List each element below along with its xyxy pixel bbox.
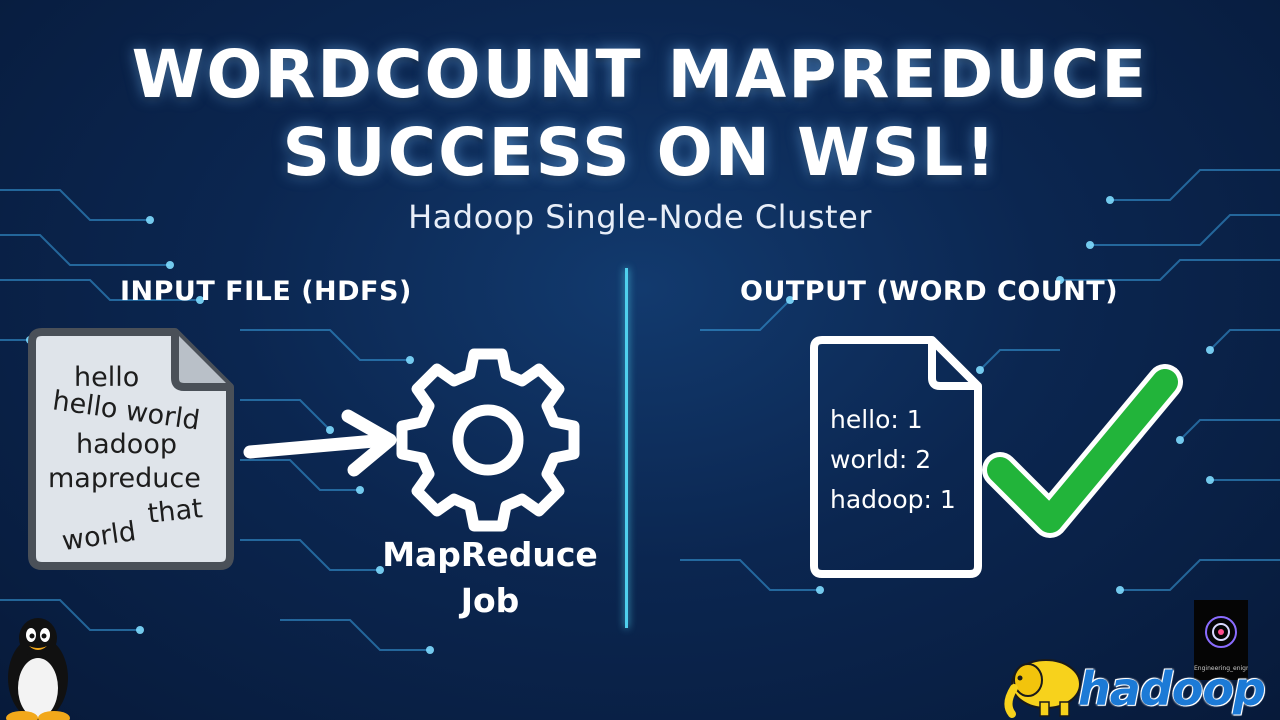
input-section-label: INPUT FILE (HDFS) [120,276,412,307]
hadoop-elephant-icon [1004,659,1081,718]
channel-label: Engineering_enigm [1194,665,1248,672]
gear-icon [396,348,580,532]
subtitle: Hadoop Single-Node Cluster [408,198,872,236]
input-word-3: hadoop [76,429,177,460]
input-word-1: hello [74,362,139,393]
output-word-counts: hello: 1 world: 2 hadoop: 1 [830,400,956,520]
mapreduce-job-label: MapReduce Job [360,532,620,624]
title-line-1: WORDCOUNT MAPREDUCE [131,36,1149,113]
job-label-line-2: Job [460,581,520,620]
input-word-6: that [146,493,204,530]
output-line-world: world: 2 [830,445,932,474]
job-label-line-1: MapReduce [382,535,598,574]
document-icon [28,328,234,570]
output-line-hello: hello: 1 [830,405,923,434]
section-divider [625,268,628,628]
output-line-hadoop: hadoop: 1 [830,485,956,514]
channel-logo: Engineering_enigm [1194,600,1248,680]
output-section-label: OUTPUT (WORD COUNT) [740,276,1119,307]
input-word-4: mapreduce [48,463,201,494]
checkmark-icon [982,364,1183,538]
title-line-2: SUCCESS ON WSL! [282,114,998,191]
tux-penguin-icon [6,618,70,720]
arrow-right-icon [243,409,397,477]
output-document-icon [810,336,982,578]
hadoop-wordmark: hadoop [1078,662,1266,716]
channel-logo-icon [1205,616,1237,648]
